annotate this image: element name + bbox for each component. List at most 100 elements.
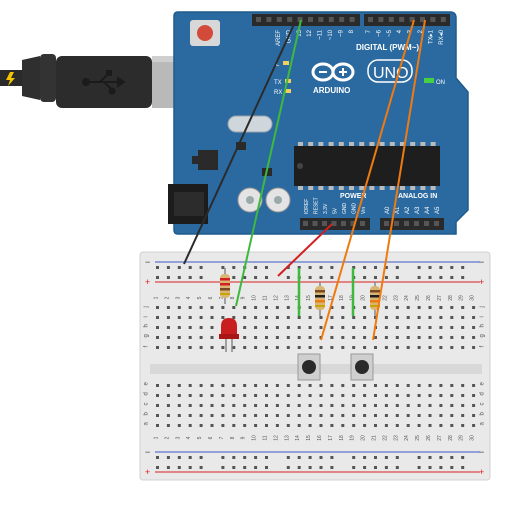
rail-hole [188, 466, 192, 469]
breadboard-hole [395, 404, 399, 407]
breadboard-hole [439, 414, 443, 417]
breadboard-hole [417, 394, 421, 397]
breadboard-hole [428, 316, 432, 319]
rail-plus-bottom-right: + [479, 467, 484, 477]
rail-hole [428, 266, 432, 269]
breadboard-hole [177, 326, 181, 329]
chip-pin [338, 186, 344, 190]
breadboard-hole [341, 306, 345, 309]
column-number: 23 [393, 295, 399, 301]
column-number: 15 [306, 435, 312, 441]
row-label: d [480, 392, 486, 395]
brand-label: ARDUINO [313, 86, 350, 95]
breadboard-hole [188, 424, 192, 427]
column-number: 5 [197, 296, 203, 299]
breadboard-hole [166, 346, 170, 349]
breadboard-hole [330, 306, 334, 309]
breadboard-hole [330, 316, 334, 319]
breadboard-hole [221, 384, 225, 387]
column-number: 2 [164, 436, 170, 439]
rail-plus-top-right: + [479, 277, 484, 287]
breadboard-hole [461, 346, 465, 349]
bolt-icon [6, 72, 15, 86]
breadboard-hole [384, 326, 388, 329]
header-pin-label: ~11 [318, 29, 324, 39]
rail-hole [254, 266, 258, 269]
header-hole [414, 221, 419, 226]
breadboard-hole [341, 424, 345, 427]
power-pin-label: 3.3V [323, 203, 329, 214]
reset-button[interactable] [190, 20, 220, 46]
breadboard-hole [319, 414, 323, 417]
breadboard-hole [275, 306, 279, 309]
breadboard-hole [384, 336, 388, 339]
rail-hole [374, 276, 377, 279]
rail-hole [330, 456, 334, 459]
column-number: 13 [284, 295, 290, 301]
breadboard-hole [254, 346, 258, 349]
breadboard-hole [156, 384, 159, 387]
breadboard-hole [243, 414, 247, 417]
rail-hole [363, 266, 367, 269]
breadboard-hole [319, 404, 323, 407]
rail-hole [428, 466, 432, 469]
breadboard-hole [352, 394, 356, 397]
header-hole [339, 17, 345, 22]
rail-hole [297, 456, 301, 459]
breadboard-hole [188, 414, 192, 417]
pushbutton-1[interactable] [297, 353, 321, 381]
breadboard-hole [319, 424, 323, 427]
rail-hole [439, 456, 443, 459]
row-label: f [480, 346, 486, 348]
breadboard-hole [450, 384, 454, 387]
breadboard-hole [275, 404, 279, 407]
breadboard-hole [330, 346, 334, 349]
breadboard-hole [210, 316, 214, 319]
pushbutton-2[interactable] [350, 353, 374, 381]
breadboard-hole [472, 346, 476, 349]
breadboard-hole [243, 336, 247, 339]
chip-pin [389, 142, 395, 146]
chip-pin [308, 186, 314, 190]
breadboard-hole [428, 384, 432, 387]
breadboard-hole [188, 394, 192, 397]
rail-hole [166, 276, 170, 279]
breadboard-hole [308, 316, 312, 319]
rail-hole [177, 266, 181, 269]
breadboard-hole [461, 306, 465, 309]
breadboard-hole [406, 326, 410, 329]
breadboard-hole [450, 326, 454, 329]
breadboard-hole [330, 414, 334, 417]
rail-hole [265, 456, 268, 459]
breadboard-hole [265, 414, 268, 417]
rail-hole [265, 276, 268, 279]
breadboard-hole [265, 394, 268, 397]
l-label: L [276, 62, 280, 68]
breadboard-hole [461, 394, 465, 397]
chip-pin [298, 186, 303, 190]
breadboard-hole [428, 346, 432, 349]
header-pin-label: 12 [307, 29, 313, 36]
breadboard-hole [406, 394, 410, 397]
rail-hole [384, 276, 388, 279]
chip-pin [420, 186, 426, 190]
breadboard-hole [166, 326, 170, 329]
breadboard-hole [199, 384, 203, 387]
model-label: UNO [373, 65, 409, 82]
rx-label: RX [274, 90, 282, 96]
breadboard-hole [428, 414, 432, 417]
breadboard-hole [254, 394, 258, 397]
breadboard-hole [232, 404, 236, 407]
row-label: d [144, 392, 150, 395]
breadboard-hole [406, 336, 410, 339]
column-number: 12 [273, 295, 279, 301]
breadboard-hole [363, 326, 367, 329]
breadboard-hole [177, 424, 181, 427]
breadboard-hole [199, 306, 203, 309]
breadboard-hole [341, 346, 345, 349]
breadboard-hole [286, 346, 290, 349]
rx-led [285, 89, 291, 93]
header-hole [384, 221, 389, 226]
breadboard-hole [374, 394, 377, 397]
breadboard-hole [166, 316, 170, 319]
